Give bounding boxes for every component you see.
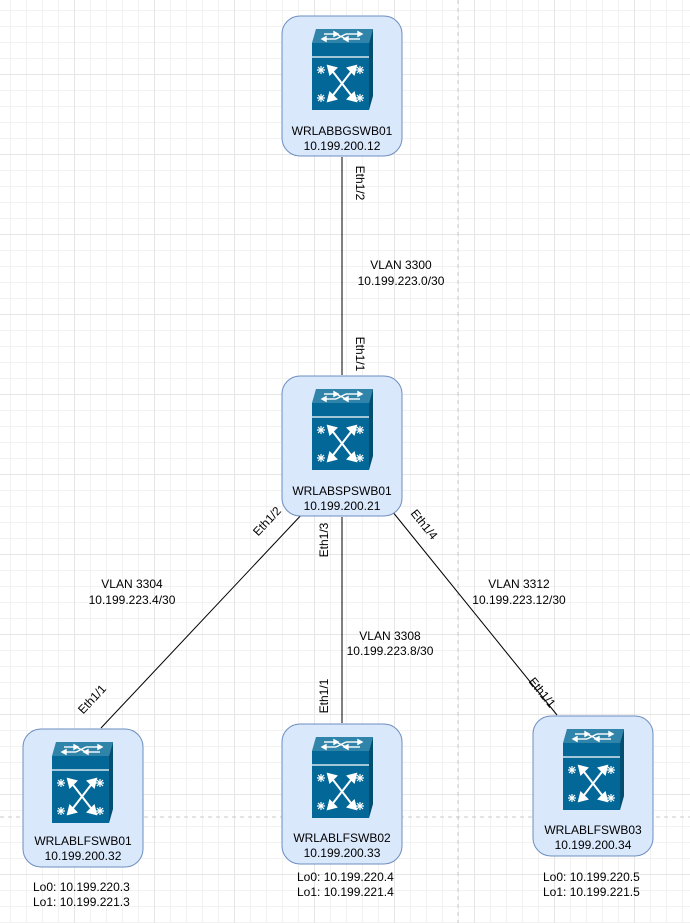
vlan-label-3304: VLAN 3304 (101, 577, 163, 591)
node-name: WRLABLFSWB02 (293, 831, 391, 845)
node-ip: 10.199.200.34 (555, 838, 632, 852)
vlan-label-3312: VLAN 3312 (488, 577, 550, 591)
layer3-switch-icon (562, 728, 625, 811)
node-ip: 10.199.200.21 (304, 499, 381, 513)
node-ip: 10.199.200.12 (304, 139, 381, 153)
node-name: WRLABSPSWB01 (292, 484, 392, 498)
port-label-bg-eth1-2: Eth1/2 (353, 166, 367, 201)
layer3-switch-icon (51, 741, 114, 824)
layer3-switch-icon (311, 28, 374, 111)
node-name: WRLABLFSWB01 (34, 834, 132, 848)
subnet-label-3300: 10.199.223.0/30 (358, 274, 445, 288)
loopback-lo0-lf3: Lo0: 10.199.220.5 (543, 870, 640, 884)
port-label-lf2-eth1-1: Eth1/1 (317, 678, 331, 713)
node-wrlablfswb02[interactable]: WRLABLFSWB02 10.199.200.33 (281, 723, 403, 865)
layer3-switch-icon (311, 388, 374, 471)
port-label-lf1-eth1-1: Eth1/1 (75, 682, 109, 717)
loopback-lo0-lf2: Lo0: 10.199.220.4 (297, 870, 394, 884)
vlan-label-3308: VLAN 3308 (359, 629, 421, 643)
loopback-lo1-lf2: Lo1: 10.199.221.4 (297, 885, 394, 899)
vlan-label-3300: VLAN 3300 (370, 258, 432, 272)
node-name: WRLABBGSWB01 (292, 124, 393, 138)
node-ip: 10.199.200.33 (304, 846, 381, 860)
loopback-lo0-lf1: Lo0: 10.199.220.3 (33, 880, 130, 894)
port-label-sp-eth1-3: Eth1/3 (317, 522, 331, 557)
subnet-label-3312: 10.199.223.12/30 (472, 593, 566, 607)
loopback-lo1-lf3: Lo1: 10.199.221.5 (543, 885, 640, 899)
layer3-switch-icon (311, 736, 374, 819)
subnet-label-3308: 10.199.223.8/30 (347, 644, 434, 658)
port-label-sp-eth1-1: Eth1/1 (353, 337, 367, 372)
link-sp-lf1[interactable] (100, 510, 306, 729)
loopback-lo1-lf1: Lo1: 10.199.221.3 (33, 895, 130, 909)
node-wrlabbgswb01[interactable]: WRLABBGSWB01 10.199.200.12 (281, 15, 403, 157)
node-wrlabspswb01[interactable]: WRLABSPSWB01 10.199.200.21 (281, 375, 403, 517)
node-ip: 10.199.200.32 (45, 849, 122, 863)
node-wrlablfswb01[interactable]: WRLABLFSWB01 10.199.200.32 (22, 728, 144, 868)
node-wrlablfswb03[interactable]: WRLABLFSWB03 10.199.200.34 (532, 715, 654, 857)
node-name: WRLABLFSWB03 (544, 823, 642, 837)
subnet-label-3304: 10.199.223.4/30 (89, 593, 176, 607)
port-label-sp-eth1-2: Eth1/2 (250, 504, 284, 539)
port-label-lf3-eth1-1: Eth1/1 (526, 675, 559, 711)
link-sp-lf3[interactable] (391, 510, 558, 716)
